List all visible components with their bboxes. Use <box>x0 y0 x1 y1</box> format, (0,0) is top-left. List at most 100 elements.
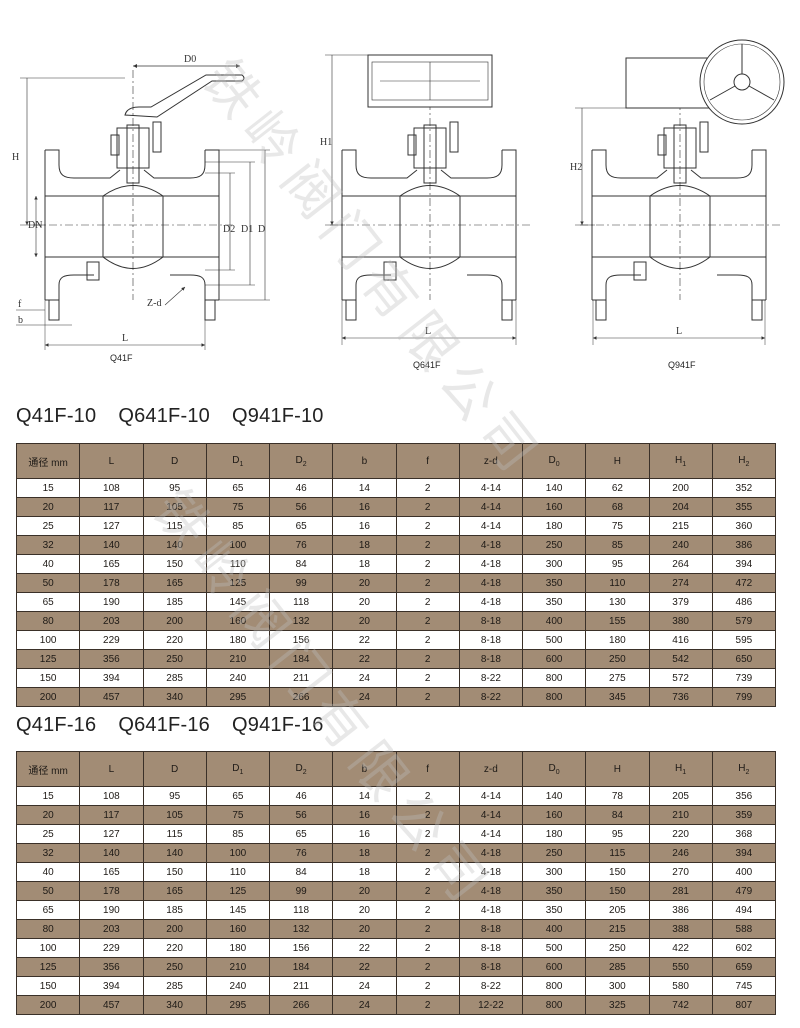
table-cell: 8-18 <box>458 957 524 977</box>
table-cell: 8-22 <box>458 687 524 707</box>
table-cell: 8-18 <box>458 938 524 958</box>
model-caption: Q641F <box>413 360 441 370</box>
table-cell: 479 <box>711 881 777 901</box>
table-cell: 295 <box>205 995 271 1015</box>
dim-label-l: L <box>122 333 128 344</box>
table-cell: 118 <box>268 900 334 920</box>
dim-label-b: b <box>18 315 23 326</box>
table-cell: 20 <box>15 497 81 517</box>
table-cell: 18 <box>332 843 397 863</box>
table-cell: 130 <box>585 592 650 612</box>
column-header: b <box>332 751 397 787</box>
table-cell: 76 <box>268 843 334 863</box>
table-cell: 250 <box>142 957 207 977</box>
table-cell: 2 <box>395 478 460 498</box>
table-cell: 118 <box>268 592 334 612</box>
table-cell: 25 <box>15 824 81 844</box>
table-cell: 18 <box>332 862 397 882</box>
table-cell: 150 <box>585 862 650 882</box>
table-cell: 46 <box>268 786 334 806</box>
table-cell: 8-18 <box>458 649 524 669</box>
table-cell: 200 <box>648 478 713 498</box>
table-cell: 24 <box>332 995 397 1015</box>
table-cell: 350 <box>521 592 587 612</box>
table-cell: 250 <box>585 649 650 669</box>
table-cell: 65 <box>15 592 81 612</box>
table-cell: 4-18 <box>458 535 524 555</box>
table-cell: 110 <box>205 862 271 882</box>
table-cell: 110 <box>205 554 271 574</box>
table-cell: 739 <box>711 668 777 688</box>
table-cell: 95 <box>142 478 207 498</box>
table-cell: 95 <box>585 824 650 844</box>
table-cell: 295 <box>205 687 271 707</box>
table-cell: 140 <box>79 843 144 863</box>
table-cell: 80 <box>15 919 81 939</box>
table-cell: 40 <box>15 554 81 574</box>
table-cell: 4-14 <box>458 786 524 806</box>
table-cell: 78 <box>585 786 650 806</box>
table-cell: 4-14 <box>458 824 524 844</box>
table-cell: 108 <box>79 478 144 498</box>
table-cell: 20 <box>332 611 397 631</box>
table-cell: 117 <box>79 497 144 517</box>
table-cell: 472 <box>711 573 777 593</box>
table-cell: 2 <box>395 649 460 669</box>
table-cell: 140 <box>142 843 207 863</box>
table-cell: 2 <box>395 881 460 901</box>
column-header: f <box>395 751 460 787</box>
table-cell: 132 <box>268 611 334 631</box>
table-cell: 4-18 <box>458 900 524 920</box>
table-cell: 2 <box>395 592 460 612</box>
dim-label-d2: D2 <box>223 224 235 235</box>
table-cell: 100 <box>205 535 271 555</box>
valve-q941f-drawing: H2 L Q941F <box>570 39 785 370</box>
table-cell: 22 <box>332 957 397 977</box>
table-cell: 110 <box>585 573 650 593</box>
table-cell: 4-18 <box>458 881 524 901</box>
table-cell: 80 <box>15 611 81 631</box>
table-cell: 115 <box>142 516 207 536</box>
table-cell: 15 <box>15 478 81 498</box>
table-cell: 205 <box>648 786 713 806</box>
table-cell: 274 <box>648 573 713 593</box>
table-cell: 579 <box>711 611 777 631</box>
table-cell: 229 <box>79 630 144 650</box>
table-cell: 185 <box>142 900 207 920</box>
table-cell: 250 <box>585 938 650 958</box>
table-cell: 14 <box>332 786 397 806</box>
table-cell: 210 <box>648 805 713 825</box>
table-cell: 178 <box>79 881 144 901</box>
table-cell: 386 <box>648 900 713 920</box>
table-cell: 246 <box>648 843 713 863</box>
table-cell: 800 <box>521 995 587 1015</box>
table-cell: 203 <box>79 611 144 631</box>
table-cell: 240 <box>205 668 271 688</box>
table-cell: 75 <box>585 516 650 536</box>
table-cell: 4-14 <box>458 497 524 517</box>
table-cell: 359 <box>711 805 777 825</box>
table-cell: 580 <box>648 976 713 996</box>
model-caption: Q41F <box>110 353 133 363</box>
table-cell: 8-18 <box>458 611 524 631</box>
table-cell: 100 <box>15 630 81 650</box>
table-cell: 125 <box>205 573 271 593</box>
table-cell: 100 <box>205 843 271 863</box>
table-cell: 4-18 <box>458 592 524 612</box>
table-cell: 500 <box>521 630 587 650</box>
table-cell: 65 <box>268 516 334 536</box>
table-cell: 16 <box>332 824 397 844</box>
table-cell: 22 <box>332 938 397 958</box>
table-cell: 75 <box>205 805 271 825</box>
table-cell: 2 <box>395 611 460 631</box>
table-cell: 2 <box>395 900 460 920</box>
